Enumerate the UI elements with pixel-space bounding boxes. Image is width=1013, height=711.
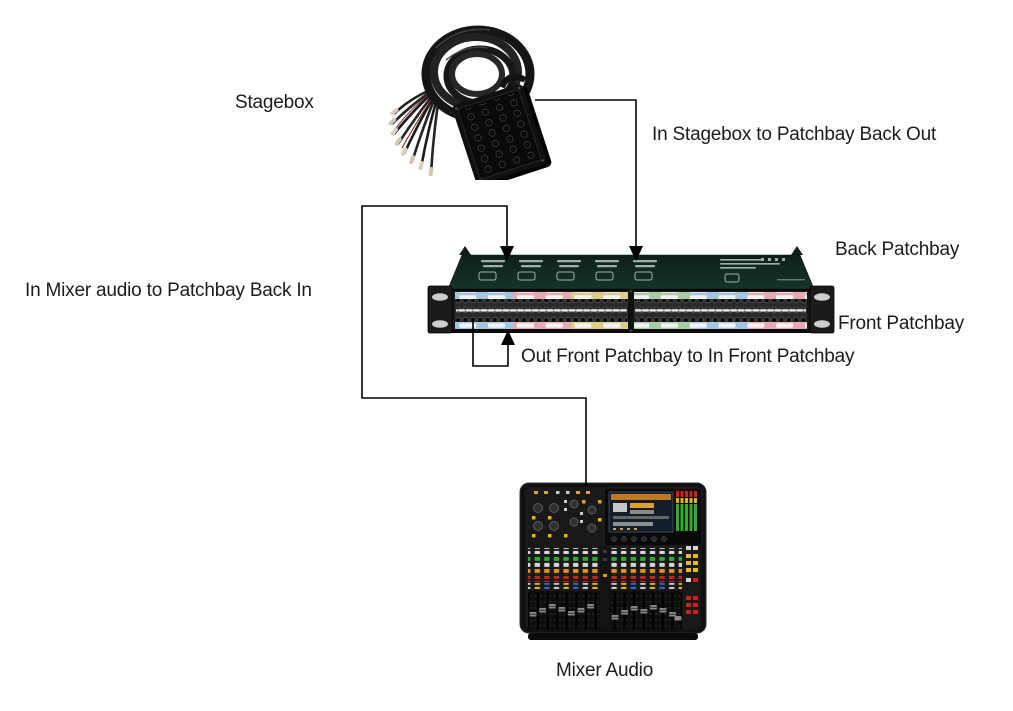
patchbay-back-panel [447,246,815,290]
stagebox-body [452,73,552,180]
patchbay-graphic [427,246,835,334]
rack-ear-right [809,285,835,334]
stagebox-snake-cable-image [388,8,553,180]
mixer-channel-buttons [528,546,682,592]
connection-label-mixer-to-back: In Mixer audio to Patchbay Back In [25,280,312,301]
mixer-graphic [519,482,707,640]
mixer-master-buttons [686,546,698,614]
xlr-fanout [388,88,440,177]
mixer-fader-section [528,591,682,630]
stagebox-label: Stagebox [235,92,314,113]
front-patchbay-label: Front Patchbay [838,313,965,334]
digital-mixer-image [514,478,714,648]
stagebox-graphic [388,25,552,180]
mixer-audio-label: Mixer Audio [556,660,654,681]
patchbay-rack-image [425,245,837,340]
connection-label-front-loop: Out Front Patchbay to In Front Patchbay [521,346,855,367]
fader-caps [529,604,682,621]
led-meters [676,491,697,531]
screen-buttons [611,536,667,542]
back-patchbay-label: Back Patchbay [835,239,960,260]
patchbay-front-panel [427,285,835,334]
connection-label-stagebox-to-back: In Stagebox to Patchbay Back Out [652,124,937,145]
mixer-display-section [603,487,703,547]
mixer-preamp-section [532,491,602,538]
rack-ear-left [427,285,453,334]
